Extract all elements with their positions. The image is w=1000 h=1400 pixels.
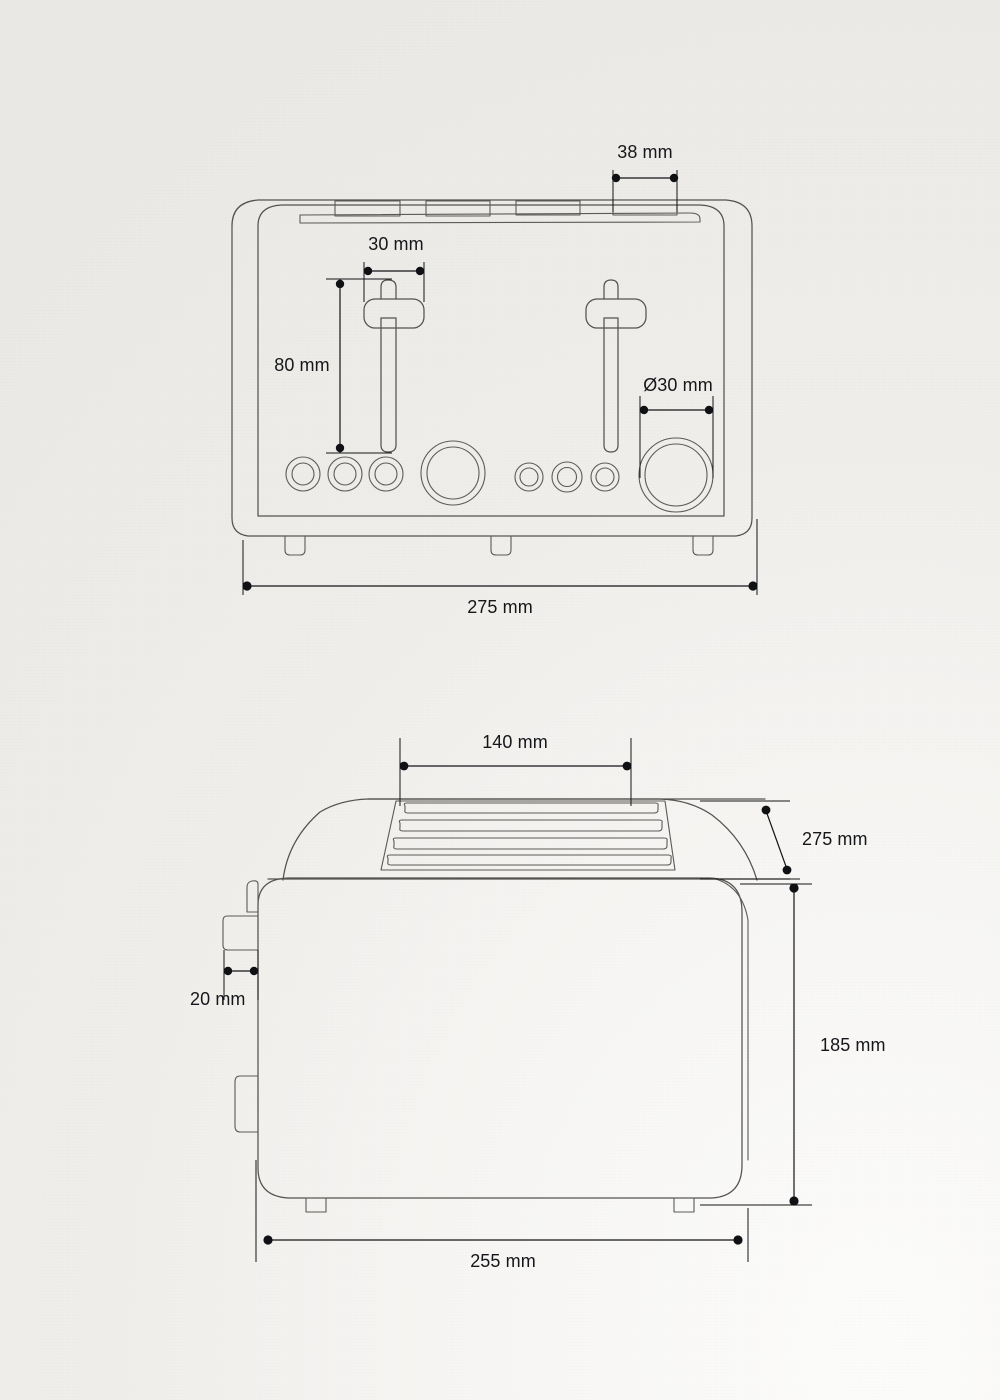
dim-depth: 275 mm: [700, 800, 868, 880]
dim-lever-travel: 80 mm: [274, 278, 392, 454]
lever-left-head: [363, 298, 425, 329]
indicator-knob-2[interactable]: [327, 456, 363, 492]
dim-dial-diameter-label: Ø30 mm: [643, 375, 713, 395]
grille-bar-1: [403, 802, 659, 814]
front-view-group: 38 mm 30 mm 80 mm: [231, 142, 758, 617]
side-grille-plate: [380, 800, 676, 871]
bread-slots: [334, 199, 678, 217]
dim-base-width: 255 mm: [255, 1160, 749, 1271]
dim-grille-width-label: 140 mm: [482, 732, 548, 752]
dim-height: 185 mm: [700, 883, 886, 1206]
side-lever-head-lower: [222, 915, 259, 951]
browning-dial[interactable]: [638, 437, 714, 513]
indicator-knob-3[interactable]: [368, 456, 404, 492]
dim-lever-projection-label: 20 mm: [190, 989, 246, 1009]
side-lever-head-upper: [246, 880, 259, 913]
indicator-knob-group-right: [514, 461, 620, 493]
dim-slot-width: 38 mm: [611, 142, 679, 212]
grille-bar-2: [398, 819, 663, 832]
front-foot-left: [284, 535, 306, 556]
centre-dial[interactable]: [420, 440, 486, 506]
dim-overall-width-label: 275 mm: [467, 597, 533, 617]
front-outer-shell: [231, 199, 753, 537]
front-foot-mid: [490, 535, 512, 556]
side-foot-left: [305, 1197, 327, 1213]
indicator-knob-4[interactable]: [514, 462, 544, 492]
front-inner-panel: [257, 204, 725, 517]
dim-slot-width-label: 38 mm: [617, 142, 673, 162]
bread-slot-1: [334, 200, 401, 217]
dim-lever-travel-label: 80 mm: [274, 355, 330, 375]
side-grille-bars: [386, 802, 672, 866]
indicator-knob-1[interactable]: [285, 456, 321, 492]
side-knob[interactable]: [234, 1075, 259, 1133]
lever-right-tab: [603, 279, 619, 300]
side-feet: [305, 1197, 695, 1213]
side-top-deck: [282, 798, 758, 881]
side-lever-heads[interactable]: [222, 880, 259, 951]
dim-depth-label: 275 mm: [802, 829, 868, 849]
dim-lever-head-width-label: 30 mm: [368, 234, 424, 254]
lever-left[interactable]: [363, 279, 425, 453]
bread-slot-3: [515, 200, 581, 216]
lever-left-tab: [380, 279, 397, 300]
front-feet: [284, 535, 714, 556]
side-foot-right: [673, 1197, 695, 1213]
lever-right[interactable]: [585, 279, 647, 453]
dim-lever-head-width: 30 mm: [363, 234, 425, 302]
dim-dial-diameter: Ø30 mm: [639, 375, 714, 478]
front-top-lip: [299, 212, 701, 224]
side-main-body: [257, 877, 743, 1199]
dim-base-width-label: 255 mm: [470, 1251, 536, 1271]
grille-bar-3: [392, 837, 668, 850]
lever-right-track: [603, 317, 619, 453]
indicator-knob-group-left: [285, 456, 404, 492]
lever-left-track: [380, 317, 397, 453]
front-foot-right: [692, 535, 714, 556]
side-body-chamfer: [711, 877, 749, 1161]
lever-right-head: [585, 298, 647, 329]
dim-height-label: 185 mm: [820, 1035, 886, 1055]
grille-bar-4: [386, 854, 672, 866]
side-view-group: 140 mm 275 mm 20 mm: [190, 732, 886, 1271]
bread-slot-2: [425, 200, 491, 217]
dim-grille-width: 140 mm: [399, 732, 632, 806]
dim-overall-width: 275 mm: [242, 519, 758, 617]
indicator-knob-6[interactable]: [590, 462, 620, 492]
dim-lever-projection: 20 mm: [190, 950, 259, 1009]
indicator-knob-5[interactable]: [551, 461, 583, 493]
